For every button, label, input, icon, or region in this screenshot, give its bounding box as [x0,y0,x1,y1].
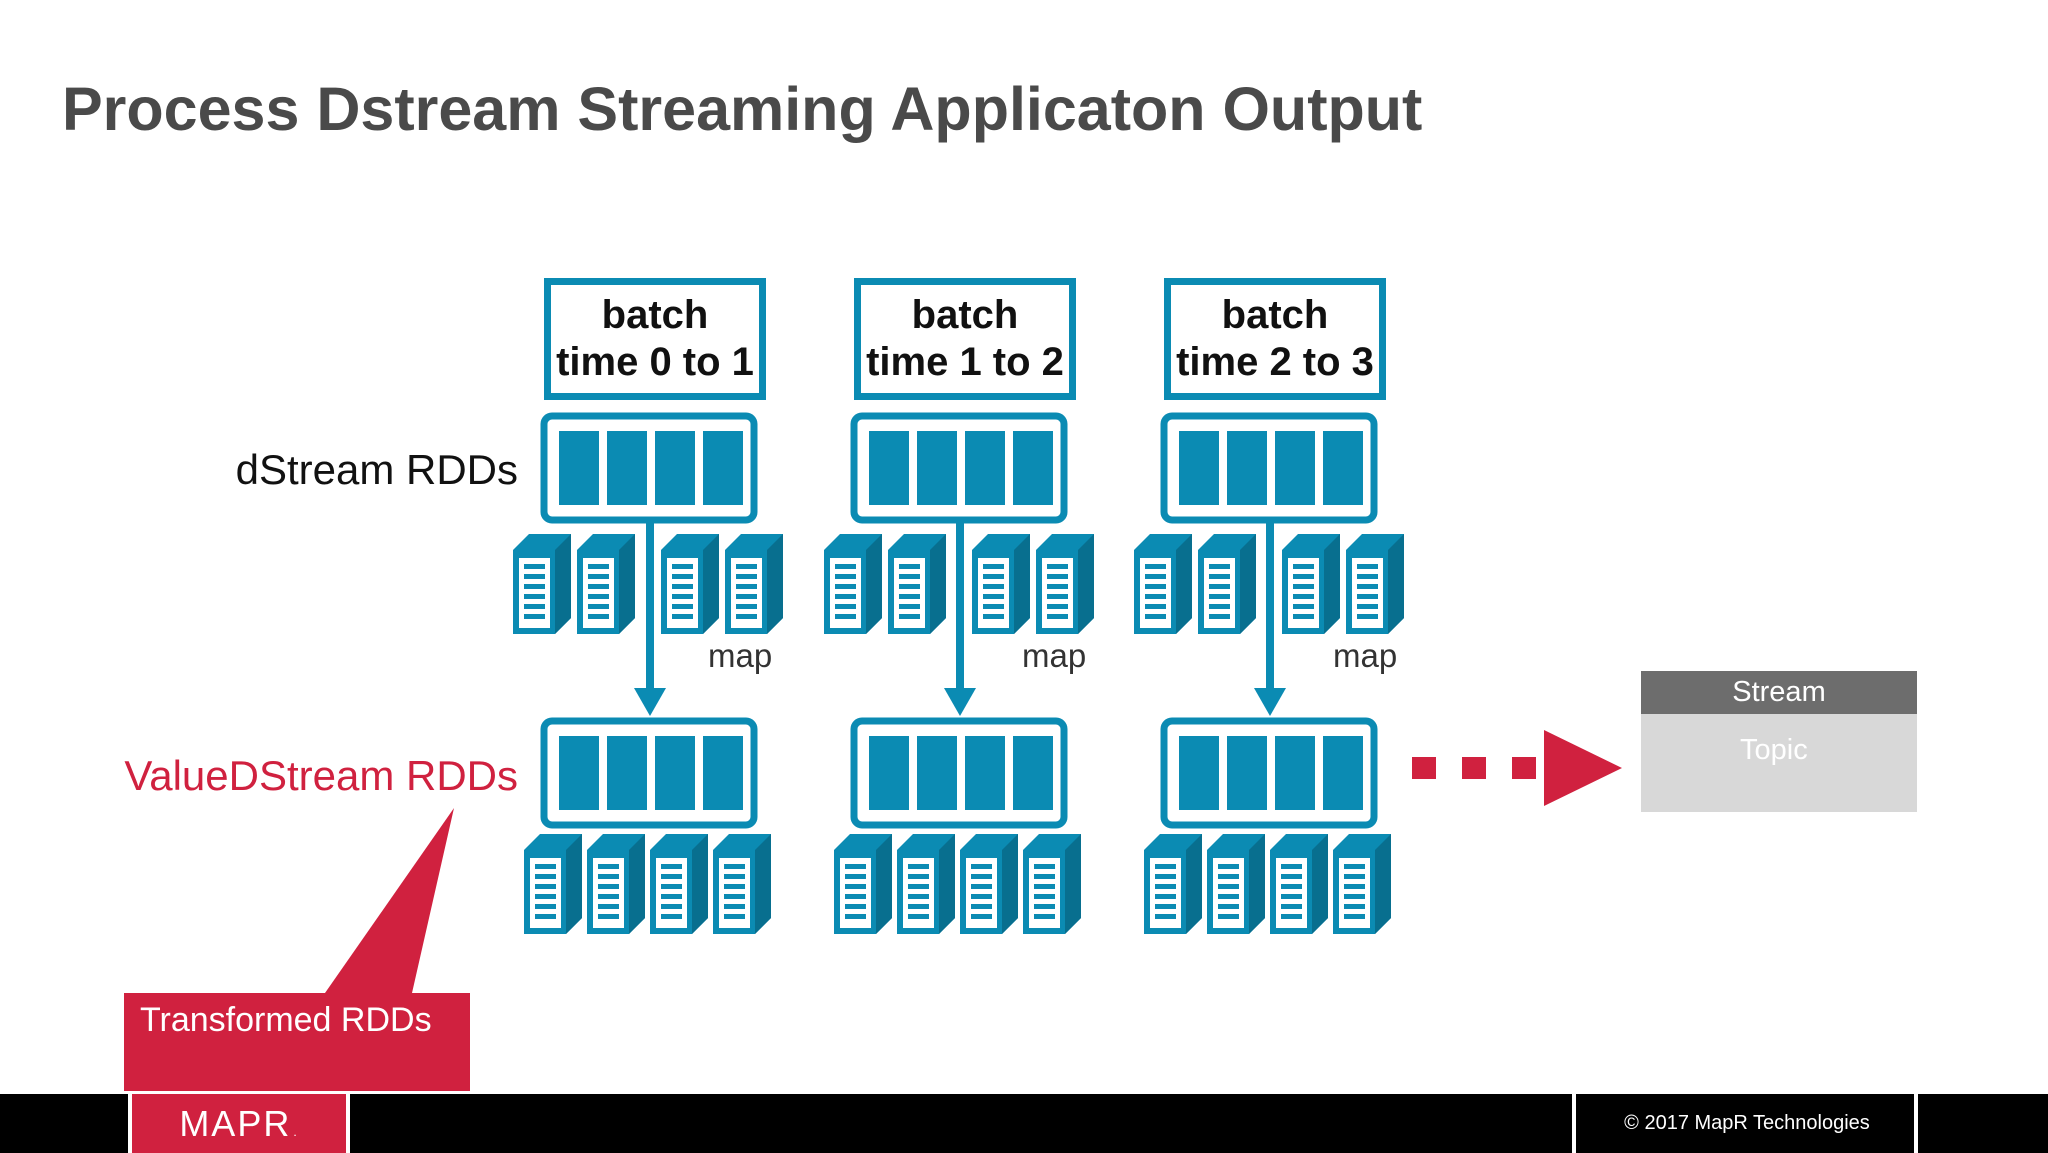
batch-label: batch [911,293,1019,337]
map-label: map [1022,637,1087,674]
footer-divider [1572,1094,1576,1153]
batch-box-1: batch time 1 to 2 [854,278,1076,400]
batch-box-0: batch time 0 to 1 [544,278,766,400]
server-icon [897,834,955,934]
arrow-down-icon [634,520,666,716]
transformed-rdds-callout: Transformed RDDs [124,993,470,1091]
server-icon [1144,834,1202,934]
server-icon [1023,834,1081,934]
batch-label: batch [1221,293,1329,337]
dstream-rdd-0 [544,416,754,520]
server-icon [513,534,571,634]
batch-label: batch [601,293,709,337]
slide-title: Process Dstream Streaming Applicaton Out… [62,75,1423,143]
logo-text: MAPR [179,1102,292,1144]
stream-header: Stream [1641,671,1917,714]
server-icon [1207,834,1265,934]
server-icon [661,534,719,634]
server-icon [1346,534,1404,634]
footer-bar: MAPR. © 2017 MapR Technologies [0,1094,2048,1153]
valuedstream-rdd-2 [1164,721,1374,825]
map-label: map [1333,637,1398,674]
valuedstream-rdd-0 [544,721,754,825]
server-icon [1198,534,1256,634]
valuedstream-rdd-1 [854,721,1064,825]
server-icon [725,534,783,634]
server-icon [650,834,708,934]
server-icon [524,834,582,934]
topic-label: Topic [1740,734,1808,766]
server-icon [1134,534,1192,634]
stream-body [1641,714,1917,812]
dotted-arrow-right-icon [1412,730,1622,806]
server-icon [1333,834,1391,934]
server-icon [587,834,645,934]
map-label: map [708,637,773,674]
batch-time-label: time 1 to 2 [866,340,1064,384]
server-icon [1036,534,1094,634]
copyright-text: © 2017 MapR Technologies [1624,1112,1870,1134]
server-icon [1282,534,1340,634]
server-icon [824,534,882,634]
batch-time-label: time 2 to 3 [1176,340,1374,384]
arrow-down-icon [1254,520,1286,716]
dstream-rdd-1 [854,416,1064,520]
server-icon [834,834,892,934]
server-icon [577,534,635,634]
server-icon [1270,834,1328,934]
dstream-rdds-label: dStream RDDs [235,446,518,493]
batch-box-2: batch time 2 to 3 [1164,278,1386,400]
logo-mark: . [293,1125,299,1139]
server-icon [713,834,771,934]
server-icon [888,534,946,634]
arrow-down-icon [944,520,976,716]
mapr-logo: MAPR. [128,1094,350,1153]
batch-time-label: time 0 to 1 [556,340,754,384]
server-icon [960,834,1018,934]
footer-divider [1914,1094,1918,1153]
dstream-rdd-2 [1164,416,1374,520]
valuedstream-rdds-label: ValueDStream RDDs [124,752,518,799]
server-icon [972,534,1030,634]
callout-pointer [325,808,454,993]
